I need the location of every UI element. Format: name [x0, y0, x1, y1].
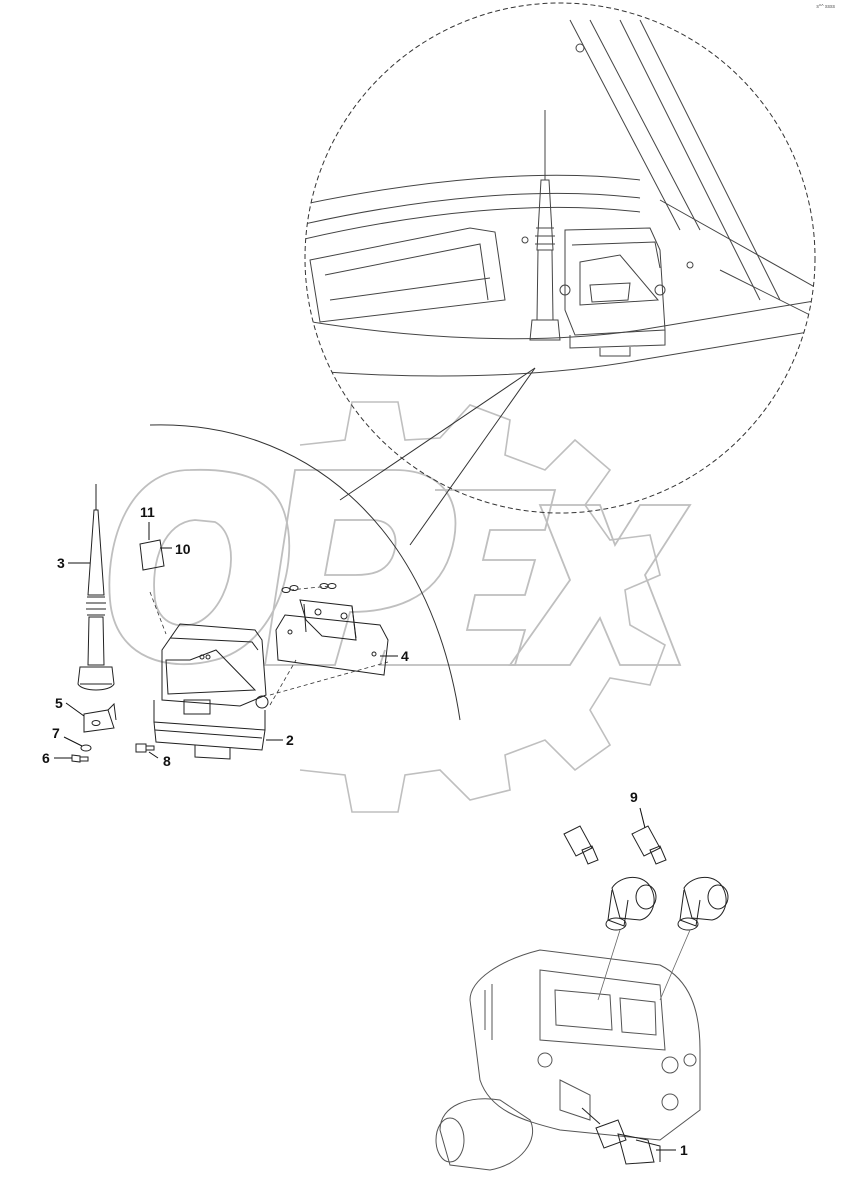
callout-2: 2 [286, 732, 294, 748]
assembly-dashed-lines [149, 585, 389, 706]
detail-leaders [149, 367, 536, 721]
callout-leaders [54, 522, 676, 1151]
callout-8: 8 [163, 753, 171, 769]
label-parts-10-11 [139, 539, 165, 571]
callout-1: 1 [680, 1142, 688, 1158]
sensor-part-1 [581, 1107, 661, 1165]
callout-3: 3 [57, 555, 65, 571]
detail-circle [304, 2, 816, 514]
plate-part-4 [275, 583, 389, 676]
callout-4: 4 [401, 648, 409, 664]
bracket-part-5 [83, 702, 117, 733]
detail-view [304, 2, 816, 514]
callout-10: 10 [175, 541, 191, 557]
callout-6: 6 [42, 750, 50, 766]
callout-11: 11 [140, 504, 155, 520]
watermark-letters [108, 468, 692, 666]
callout-5: 5 [55, 695, 63, 711]
control-box-part-2 [153, 623, 269, 760]
fastener-parts-6-7 [71, 744, 92, 763]
antenna-part-3 [77, 484, 115, 691]
vertical-assembly-lines [597, 929, 691, 1001]
watermark-logo [108, 401, 692, 813]
fittings-part-9 [563, 825, 729, 931]
callout-9: 9 [630, 789, 638, 805]
corner-code: s^^ ssss [816, 4, 835, 10]
screw-part-8 [135, 743, 155, 753]
watermark-gear [299, 401, 666, 813]
pump-assembly [435, 949, 701, 1171]
callout-7: 7 [52, 725, 60, 741]
